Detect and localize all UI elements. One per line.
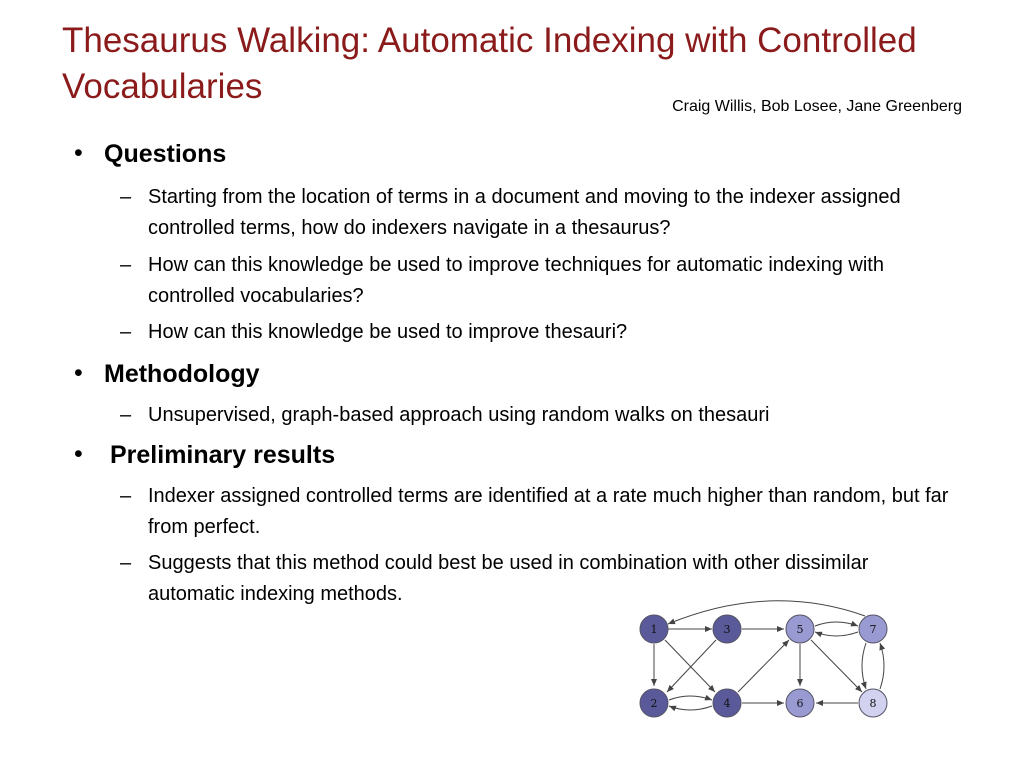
graph-node-label: 2 (651, 697, 658, 710)
edge (860, 642, 867, 690)
section-heading: Questions (104, 140, 227, 168)
bullet-icon: • (74, 139, 83, 167)
dash-icon: – (120, 186, 132, 208)
dash-icon: – (120, 321, 132, 343)
authors: Craig Willis, Bob Losee, Jane Greenberg (672, 98, 962, 115)
graph-nodes: 1 2 3 4 5 6 7 8 (639, 614, 888, 718)
graph-edges (651, 600, 886, 712)
graph-node-label: 1 (651, 623, 658, 636)
dash-icon: – (120, 552, 132, 574)
thesaurus-graph: 1 2 3 4 5 6 7 8 (639, 600, 888, 718)
graph-node-label: 6 (797, 697, 804, 710)
graph-node-label: 4 (724, 697, 731, 710)
section-heading: Preliminary results (110, 441, 336, 469)
section-heading: Methodology (104, 360, 260, 388)
sub-bullet-text: How can this knowledge be used to improv… (148, 321, 628, 343)
sub-bullet-text: How can this knowledge be used to improv… (148, 254, 884, 307)
graph-node-label: 3 (724, 623, 731, 636)
sub-bullet-text: Starting from the location of terms in a… (148, 186, 901, 239)
graph-node-label: 8 (870, 697, 877, 710)
edge (666, 639, 717, 693)
graph-node (785, 688, 815, 718)
graph-node (858, 614, 888, 644)
sub-bullet-text: Indexer assigned controlled terms are id… (148, 485, 949, 538)
graph-node (785, 614, 815, 644)
bullet-icon: • (74, 359, 83, 387)
edge (814, 631, 859, 638)
graph-node (639, 688, 669, 718)
graph-node-label: 5 (797, 623, 804, 636)
dash-icon: – (120, 485, 132, 507)
bullet-icon: • (74, 440, 83, 468)
edge (667, 600, 866, 625)
graph-node (712, 614, 742, 644)
edge (668, 705, 713, 712)
sub-bullet-text: Unsupervised, graph-based approach using… (148, 404, 770, 426)
graph-node (858, 688, 888, 718)
dash-icon: – (120, 404, 132, 426)
graph-node (712, 688, 742, 718)
edge (879, 642, 886, 690)
edge (810, 639, 863, 693)
slide-title: Thesaurus Walking: Automatic Indexing wi… (62, 21, 917, 106)
graph-node (639, 614, 669, 644)
edge (737, 639, 790, 693)
edge (814, 620, 859, 627)
edge (664, 639, 716, 693)
dash-icon: – (120, 254, 132, 276)
sub-bullet-text: Suggests that this method could best be … (148, 552, 869, 605)
edge (668, 694, 713, 701)
graph-node-label: 7 (870, 623, 877, 636)
